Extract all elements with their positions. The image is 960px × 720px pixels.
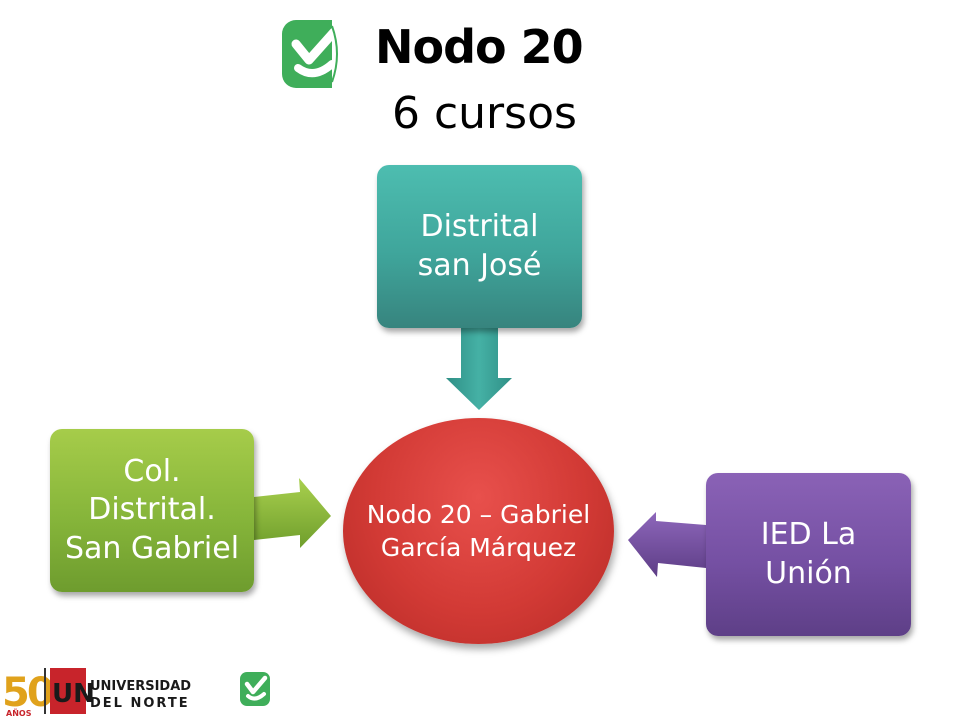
anniversary-50-logo-icon: 50 AÑOS bbox=[2, 670, 56, 718]
university-line-2: DEL NORTE bbox=[90, 696, 190, 711]
arrow-top-to-center bbox=[446, 328, 512, 410]
node-label-line: Nodo 20 – bbox=[366, 500, 493, 529]
node-label-line: Distrital bbox=[420, 209, 539, 245]
node-label-line: Col. bbox=[123, 453, 181, 489]
node-label-line: Distrital. bbox=[88, 492, 216, 528]
logo-divider bbox=[44, 668, 46, 714]
center-node-gabriel-garcia-marquez: Nodo 20 – Gabriel García Márquez bbox=[343, 418, 614, 644]
page-subtitle: 6 cursos bbox=[392, 88, 577, 139]
arrow-right-to-center bbox=[628, 512, 706, 577]
anniversary-number: 50 bbox=[2, 670, 53, 716]
node-label-line: Márquez bbox=[469, 533, 577, 562]
node-label-line: Gabriel bbox=[500, 500, 591, 529]
anniversary-word: AÑOS bbox=[6, 708, 32, 718]
page-title: Nodo 20 bbox=[375, 20, 584, 74]
node-label-line: IED La bbox=[760, 517, 857, 553]
node-label-line: García bbox=[380, 533, 462, 562]
node-label-line: San Gabriel bbox=[64, 530, 240, 566]
node-ied-la-union: IED La Unión bbox=[706, 473, 911, 636]
node-label-line: Unión bbox=[765, 555, 852, 591]
brand-check-logo-icon bbox=[282, 20, 346, 88]
arrow-left-to-center bbox=[254, 478, 331, 548]
node-distrital-san-jose: Distrital san José bbox=[377, 165, 582, 328]
universidad-del-norte-logo-icon: UN UNIVERSIDAD DEL NORTE bbox=[50, 668, 191, 714]
un-mark: UN bbox=[52, 679, 95, 709]
brand-check-logo-small-icon bbox=[240, 672, 270, 706]
node-label-line: san José bbox=[417, 247, 542, 283]
node-col-distrital-san-gabriel: Col. Distrital. San Gabriel bbox=[50, 429, 254, 592]
university-line-1: UNIVERSIDAD bbox=[90, 679, 191, 694]
footer-logos: 50 AÑOS UN UNIVERSIDAD DEL NORTE bbox=[2, 668, 270, 718]
